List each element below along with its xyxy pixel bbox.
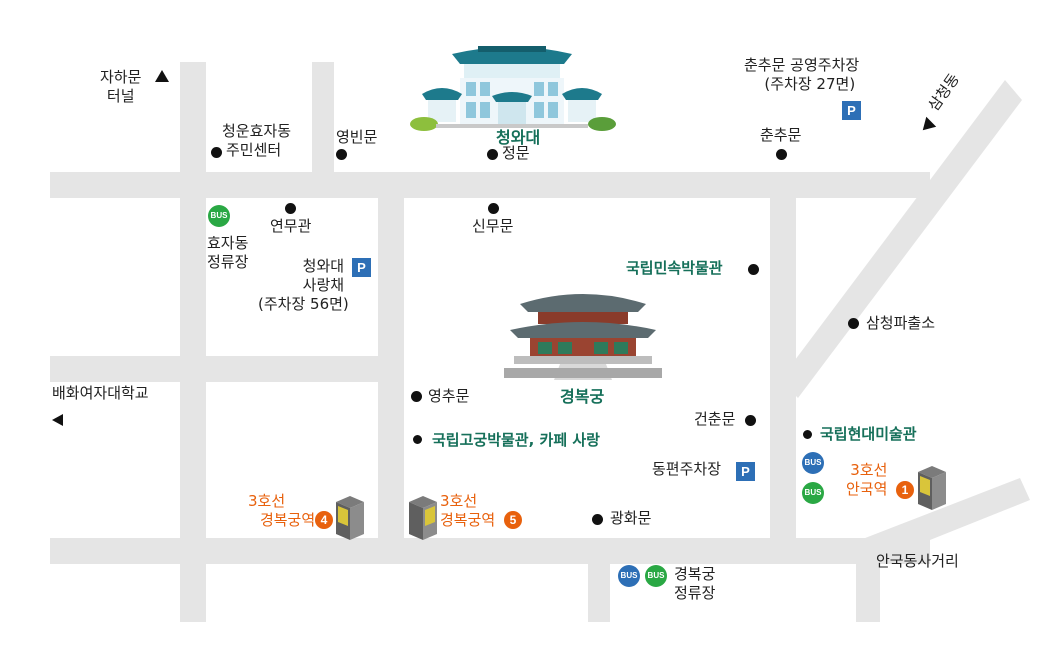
label-sinmumun: 신무문 bbox=[472, 217, 514, 235]
gyeongbokgung-building-icon bbox=[504, 294, 662, 380]
label-hyoja-busstop: 효자동 정류장 bbox=[207, 234, 249, 271]
parking-icon: P bbox=[842, 101, 861, 120]
marker-dot bbox=[745, 415, 756, 426]
marker-dot bbox=[285, 203, 296, 214]
label-samcheong-police: 삼청파출소 bbox=[866, 314, 936, 332]
label-jeongmun: 정문 bbox=[502, 144, 530, 162]
label-chunchumun-parking: 춘추문 공영주차장 (주차장 27면) bbox=[744, 56, 860, 93]
marker-dot bbox=[848, 318, 859, 329]
bus-icon: BUS bbox=[208, 205, 230, 227]
road-left-edge bbox=[180, 62, 206, 622]
label-station-anguk1: 3호선 안국역 bbox=[846, 461, 888, 498]
exit-number-badge: 1 bbox=[896, 481, 914, 499]
marker-dot bbox=[411, 391, 422, 402]
marker-dot bbox=[488, 203, 499, 214]
bus-icon: BUS bbox=[802, 452, 824, 474]
subway-exit-icon bbox=[918, 466, 946, 510]
subway-exit-icon bbox=[336, 496, 364, 540]
label-station-exit4: 3호선 경복궁역 bbox=[248, 492, 316, 529]
road-samcheong-diagonal bbox=[780, 80, 1022, 398]
label-geonchunmun: 건춘문 bbox=[694, 410, 736, 428]
marker-dot bbox=[413, 435, 422, 444]
label-gyeongbokgung: 경복궁 bbox=[560, 387, 605, 406]
exit-number-badge: 4 bbox=[315, 511, 333, 529]
exit-number-badge: 5 bbox=[504, 511, 522, 529]
label-yeongchumun: 영추문 bbox=[428, 387, 470, 405]
bus-icon: BUS bbox=[618, 565, 640, 587]
label-gwanghwamun: 광화문 bbox=[610, 509, 652, 527]
label-cheongwadae: 청와대 bbox=[496, 128, 541, 147]
label-anguk-intersection: 안국동사거리 bbox=[876, 552, 959, 570]
marker-dot bbox=[487, 149, 498, 160]
label-palace-museum: 국립고궁박물관, 카페 사랑 bbox=[432, 431, 600, 449]
marker-dot bbox=[592, 514, 603, 525]
label-gyeongbok-busstop: 경복궁 정류장 bbox=[674, 565, 716, 602]
label-station-exit5: 3호선 경복궁역 bbox=[440, 492, 496, 529]
label-jahamun-tunnel: 자하문 터널 bbox=[100, 68, 142, 105]
label-east-parking: 동편주차장 bbox=[652, 460, 722, 478]
marker-dot bbox=[748, 264, 759, 275]
road-anguk-diagonal bbox=[860, 478, 1030, 564]
label-hyoja-center: 청운효자동 주민센터 bbox=[222, 122, 292, 159]
marker-dot bbox=[803, 430, 812, 439]
label-chunchumun: 춘추문 bbox=[760, 126, 802, 144]
arrow-left-icon bbox=[52, 414, 63, 426]
cheongwadae-building-icon bbox=[410, 46, 616, 131]
label-yeonmugwan: 연무관 bbox=[270, 217, 312, 235]
label-mmca: 국립현대미술관 bbox=[820, 425, 917, 443]
bus-icon: BUS bbox=[645, 565, 667, 587]
road-mid-horizontal bbox=[50, 356, 404, 382]
road-bottom-horizontal bbox=[50, 538, 930, 564]
parking-icon: P bbox=[352, 258, 371, 277]
label-sarangchae: 청와대 사랑채 (주차장 56면) bbox=[258, 257, 349, 313]
subway-exit-icon bbox=[409, 496, 437, 540]
label-yeongbinmun: 영빈문 bbox=[336, 128, 378, 146]
label-ewha-school: 배화여자대학교 bbox=[52, 384, 149, 402]
marker-dot bbox=[336, 149, 347, 160]
marker-dot bbox=[776, 149, 787, 160]
parking-icon: P bbox=[736, 462, 755, 481]
label-folk-museum: 국립민속박물관 bbox=[626, 259, 723, 277]
road-south-stub bbox=[588, 538, 610, 622]
arrow-up-icon bbox=[155, 70, 169, 82]
marker-dot bbox=[211, 147, 222, 158]
road-yeongbin bbox=[312, 62, 334, 198]
bus-icon: BUS bbox=[802, 482, 824, 504]
